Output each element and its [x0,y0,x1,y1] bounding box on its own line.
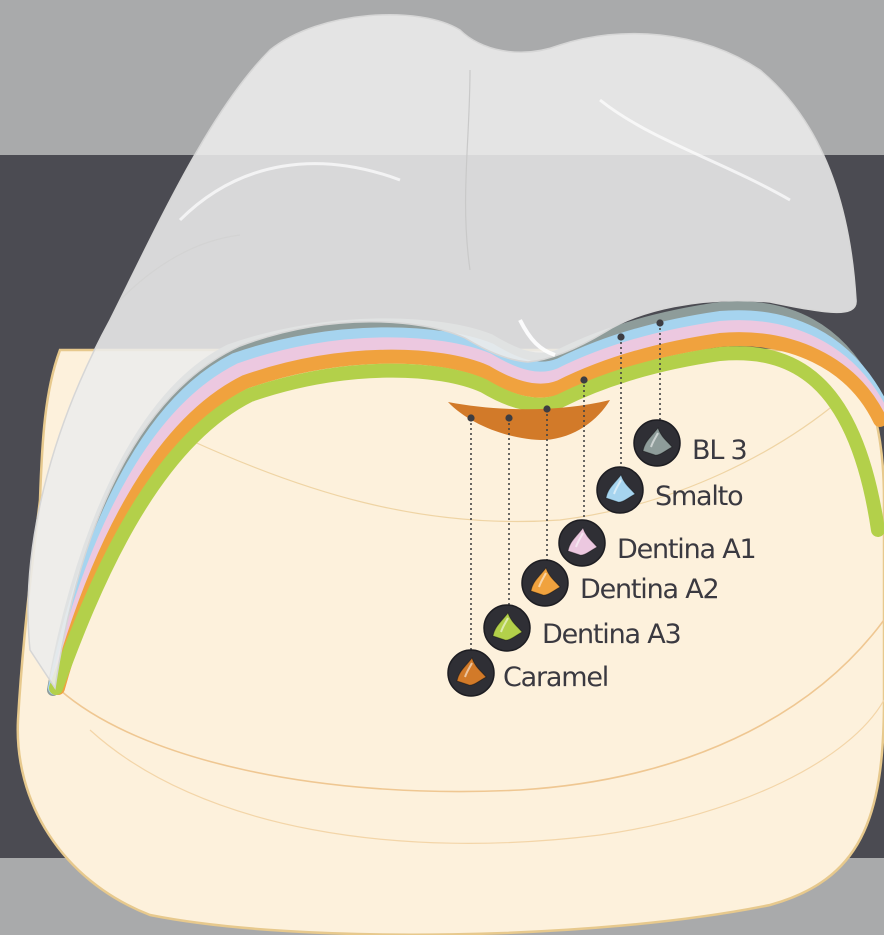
dentina-a3-label: Dentina A3 [542,621,681,648]
bl3-anchor-dot [656,319,663,326]
caramel-label: Caramel [503,664,608,691]
brown-droplet-icon [448,650,494,696]
bl3-label: BL 3 [692,437,747,464]
blue-droplet-icon [597,467,643,513]
dentina-a2-label: Dentina A2 [580,576,719,603]
gray-droplet-icon [634,420,680,466]
orange-droplet-icon [522,560,568,606]
dentina-a1-anchor-dot [580,376,587,383]
smalto-label: Smalto [655,483,742,510]
dentina-a3-anchor-dot [505,414,512,421]
dentina-a1-label: Dentina A1 [617,536,756,563]
green-droplet-icon [484,605,530,651]
caramel-anchor-dot [467,414,474,421]
smalto-anchor-dot [617,333,624,340]
dentina-a2-anchor-dot [543,405,550,412]
pink-droplet-icon [559,520,605,566]
